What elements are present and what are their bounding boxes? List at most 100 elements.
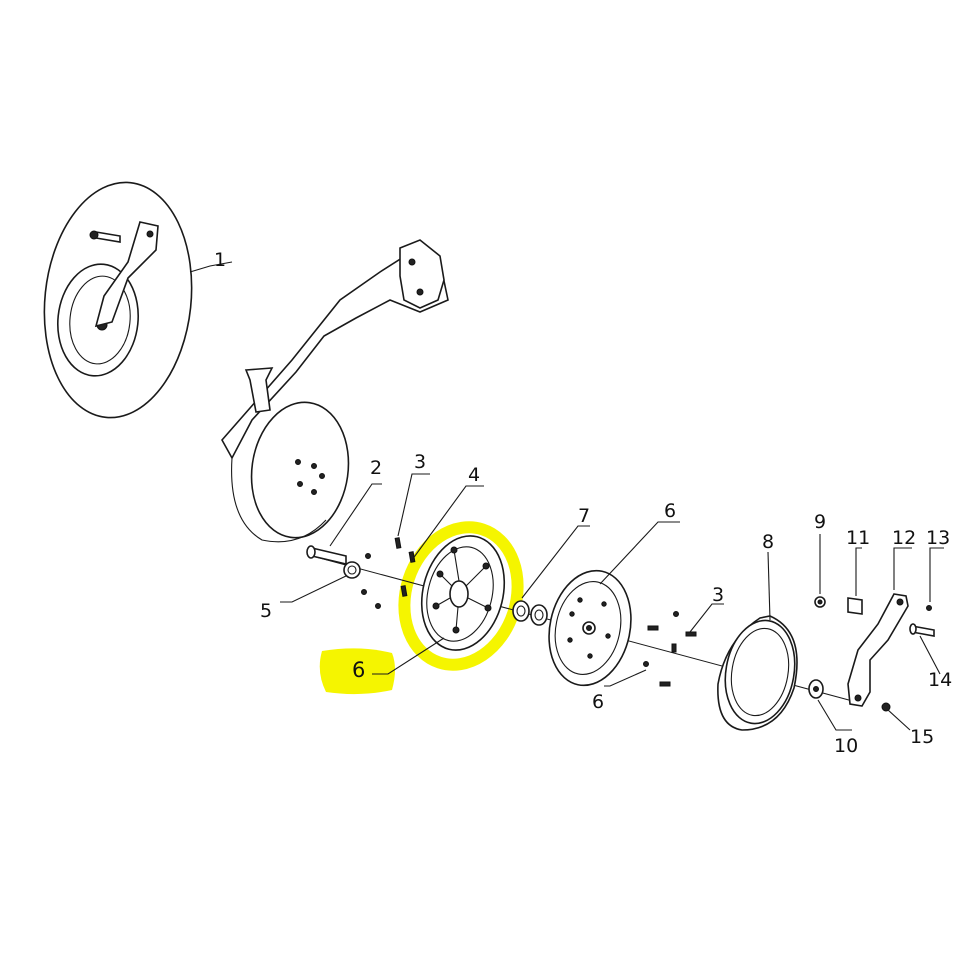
- disc-plate-hole: [569, 611, 575, 617]
- callout-13: 13: [926, 527, 950, 549]
- hub-plate-hole: [450, 546, 458, 554]
- leader-7: [521, 525, 590, 599]
- part-2-axle-bolt: [306, 545, 347, 566]
- small-nut: [881, 702, 891, 712]
- mount-hole: [416, 288, 424, 296]
- part-9-nut: [814, 596, 826, 608]
- bushing: [847, 597, 863, 615]
- opener-bolt: [311, 463, 317, 469]
- leader-2: [329, 483, 382, 547]
- disc-plate-hole: [601, 601, 607, 607]
- part-6-disc-plate: [548, 569, 632, 687]
- part-8-tire: [717, 615, 798, 731]
- part-4-hub-plate: [420, 535, 506, 651]
- gauge-wheel-hub-inner: [69, 275, 131, 365]
- leader-15: [887, 709, 911, 731]
- part-10-spacer: [808, 679, 824, 699]
- part-15-nut: [881, 702, 891, 712]
- bearing-b-inner: [534, 609, 544, 621]
- leader-14: [919, 635, 941, 675]
- small-screw: [926, 605, 932, 611]
- part-3-screws-left: [361, 537, 416, 609]
- leader-4: [411, 485, 484, 561]
- frame-opener-body: [231, 457, 327, 543]
- callout-4: 4: [468, 464, 480, 486]
- callout-9: 9: [814, 511, 826, 533]
- leader-5: [280, 575, 347, 603]
- callout-numbers: 1 2 3 4 7 6 8 9 11 12 13 5 3 14 6 6 10 1…: [214, 249, 952, 757]
- leader-10: [817, 699, 852, 731]
- tire-sidewall: [724, 619, 796, 725]
- gauge-wheel-assembly: [43, 181, 193, 419]
- hub-plate-center: [449, 580, 469, 608]
- bearing-a-inner: [516, 605, 526, 617]
- small-screw: [394, 537, 402, 549]
- small-screw: [671, 643, 677, 653]
- callout-1: 1: [214, 249, 226, 271]
- part-11-bushing: [847, 597, 863, 615]
- row-unit-frame: [221, 239, 449, 543]
- mount-hole: [408, 258, 416, 266]
- hub-plate-hole: [482, 562, 490, 570]
- hub-plate-inner: [426, 546, 494, 642]
- callout-6-highlighted: 6: [352, 658, 365, 682]
- leader-6b: [372, 637, 445, 675]
- part-13-screw: [926, 605, 932, 611]
- small-screw: [361, 589, 367, 595]
- disc-plate-hole: [567, 637, 573, 643]
- axle-bolt-shank: [311, 546, 347, 566]
- part-12-arm-bracket: [847, 593, 909, 707]
- bearing-a: [512, 600, 530, 622]
- callout-6-lower: 6: [592, 691, 604, 713]
- callout-6: 6: [664, 500, 676, 522]
- frame-funnel: [244, 367, 274, 413]
- callout-11: 11: [846, 527, 870, 549]
- disc-plate-axle: [586, 625, 592, 631]
- callout-3: 3: [414, 451, 426, 473]
- disc-plate-hole: [605, 633, 611, 639]
- small-nut-hole: [817, 599, 823, 605]
- leader-8: [767, 551, 771, 621]
- part-3-screws-right: [643, 611, 697, 687]
- nut-inner: [347, 565, 357, 575]
- small-screw: [647, 625, 659, 631]
- disc-plate-hole: [587, 653, 593, 659]
- hub-plate-hole: [436, 570, 444, 578]
- callout-7: 7: [578, 505, 590, 527]
- tire-bead: [730, 627, 790, 717]
- small-screw: [643, 661, 649, 667]
- highlight-brush-stroke: [319, 648, 395, 695]
- small-screw: [685, 631, 697, 637]
- arm-bolt-hole: [146, 230, 154, 238]
- opener-bolt: [319, 473, 325, 479]
- hub-plate-spokes: [435, 549, 489, 631]
- small-screw: [659, 681, 671, 687]
- axle-bolt-head: [306, 545, 316, 559]
- bolt-head: [909, 623, 917, 635]
- callout-12: 12: [892, 527, 916, 549]
- callout-10: 10: [834, 735, 858, 757]
- gauge-wheel-arm: [94, 221, 159, 328]
- small-screw: [365, 553, 371, 559]
- frame-mount-plate: [399, 239, 445, 309]
- part-14-bolt: [909, 623, 935, 637]
- leader-12: [893, 547, 912, 590]
- nut-outer: [343, 561, 361, 579]
- callout-14: 14: [928, 669, 952, 691]
- callout-8: 8: [762, 531, 774, 553]
- small-screw: [400, 585, 408, 597]
- frame-opener-disc: [250, 401, 350, 539]
- disc-plate-hole: [577, 597, 583, 603]
- arm-bracket-hole: [896, 598, 904, 606]
- hub-plate-hole: [484, 604, 492, 612]
- arm-bracket-hole: [854, 694, 862, 702]
- spacer-hole: [813, 686, 819, 692]
- leader-3a: [397, 473, 430, 537]
- hub-plate-hole: [452, 626, 460, 634]
- opener-bolt: [295, 459, 301, 465]
- opener-bolt: [297, 481, 303, 487]
- callout-15: 15: [910, 726, 934, 748]
- callout-2: 2: [370, 457, 382, 479]
- arm-bracket: [847, 593, 909, 707]
